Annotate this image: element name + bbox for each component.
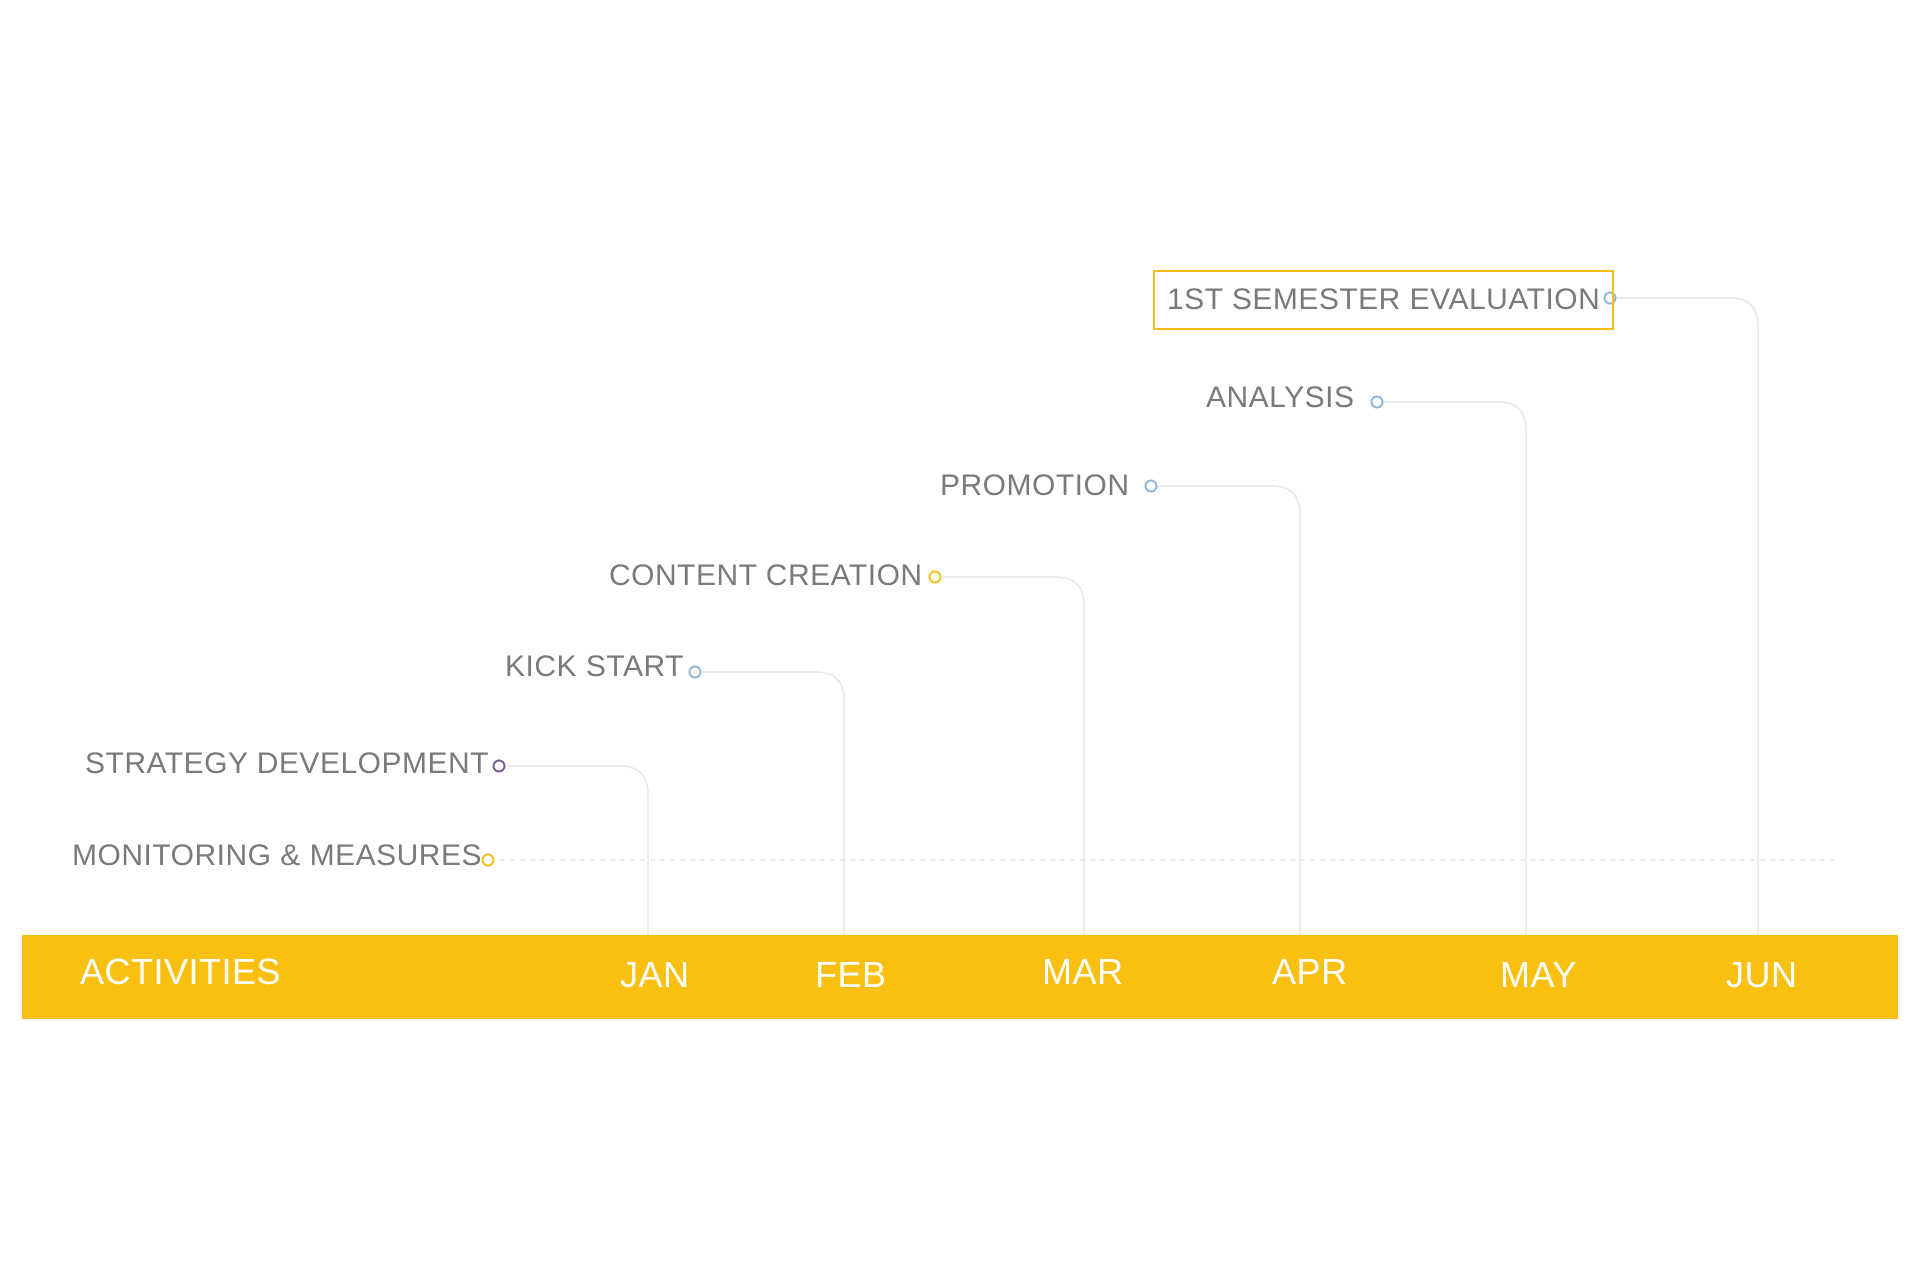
activity-label-promotion: PROMOTION	[940, 469, 1130, 502]
month-label-mar: MAR	[1042, 951, 1124, 992]
activity-label-semester-evaluation: 1ST SEMESTER EVALUATION	[1153, 270, 1615, 330]
connector-may	[1384, 401, 1527, 935]
month-label-jun: JUN	[1726, 954, 1798, 995]
month-label-feb: FEB	[815, 954, 887, 995]
dot-monitoring	[481, 853, 495, 867]
activity-label-kick-start: KICK START	[505, 650, 684, 683]
month-label-apr: APR	[1272, 951, 1348, 992]
band-title-activities: ACTIVITIES	[80, 951, 282, 992]
activity-label-monitoring-measures: MONITORING & MEASURES	[72, 839, 482, 872]
connector-feb	[702, 671, 845, 935]
dot-apr	[1144, 479, 1158, 493]
activity-label-strategy-development: STRATEGY DEVELOPMENT	[85, 747, 489, 780]
dot-may	[1370, 395, 1384, 409]
dot-jan	[492, 759, 506, 773]
dot-mar	[928, 570, 942, 584]
connector-mar	[942, 576, 1085, 935]
connector-jun	[1617, 297, 1759, 935]
month-label-jan: JAN	[620, 954, 690, 995]
connector-apr	[1158, 485, 1301, 935]
dot-feb	[688, 665, 702, 679]
timeline-band	[22, 935, 1898, 1019]
activity-label-content-creation: CONTENT CREATION	[609, 559, 923, 592]
activity-label-analysis: ANALYSIS	[1206, 381, 1355, 414]
month-label-may: MAY	[1500, 954, 1577, 995]
connector-jan	[506, 765, 649, 935]
